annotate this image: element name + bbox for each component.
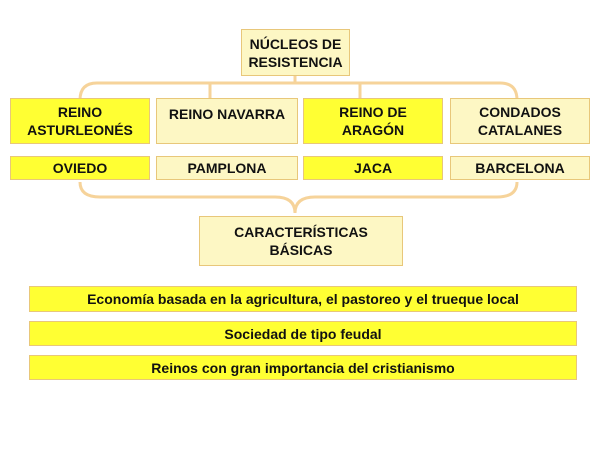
capital-label: JACA — [353, 160, 393, 176]
kingdom-name-line2: ARAGÓN — [341, 122, 405, 138]
capital-label: PAMPLONA — [187, 160, 267, 176]
kingdom-name-line1: REINO DE — [339, 104, 407, 120]
root-label-line2: RESISTENCIA — [248, 53, 343, 70]
capital-oviedo: OVIEDO — [10, 156, 150, 180]
kingdom-aragon: REINO DE ARAGÓN — [303, 98, 443, 144]
characteristics-label-line1: CARACTERÍSTICAS — [234, 224, 368, 240]
feature-label: Sociedad de tipo feudal — [224, 325, 382, 342]
root-label-line1: NÚCLEOS DE — [249, 35, 342, 52]
feature-society: Sociedad de tipo feudal — [29, 321, 577, 346]
kingdom-navarra: REINO NAVARRA — [156, 98, 298, 144]
feature-label: Economía basada en la agricultura, el pa… — [87, 291, 519, 307]
kingdom-name-line1: REINO NAVARRA — [168, 106, 286, 122]
kingdom-name-line2: ASTURLEONÉS — [27, 122, 133, 138]
kingdom-name-line1: CONDADOS — [479, 104, 561, 120]
kingdom-asturleones: REINO ASTURLEONÉS — [10, 98, 150, 144]
capital-barcelona: BARCELONA — [450, 156, 590, 180]
capital-pamplona: PAMPLONA — [156, 156, 298, 180]
kingdom-name-line1: REINO — [57, 104, 103, 120]
root-node: NÚCLEOS DE RESISTENCIA — [241, 29, 350, 76]
feature-religion: Reinos con gran importancia del cristian… — [29, 355, 577, 380]
kingdom-catalanes: CONDADOS CATALANES — [450, 98, 590, 144]
capital-label: OVIEDO — [52, 160, 108, 176]
characteristics-node: CARACTERÍSTICAS BÁSICAS — [199, 216, 403, 266]
capital-label: BARCELONA — [475, 160, 565, 176]
feature-economy: Economía basada en la agricultura, el pa… — [29, 286, 577, 312]
kingdom-name-line2: CATALANES — [477, 122, 563, 138]
characteristics-label-line2: BÁSICAS — [269, 242, 333, 258]
feature-label: Reinos con gran importancia del cristian… — [151, 359, 455, 376]
capital-jaca: JACA — [303, 156, 443, 180]
